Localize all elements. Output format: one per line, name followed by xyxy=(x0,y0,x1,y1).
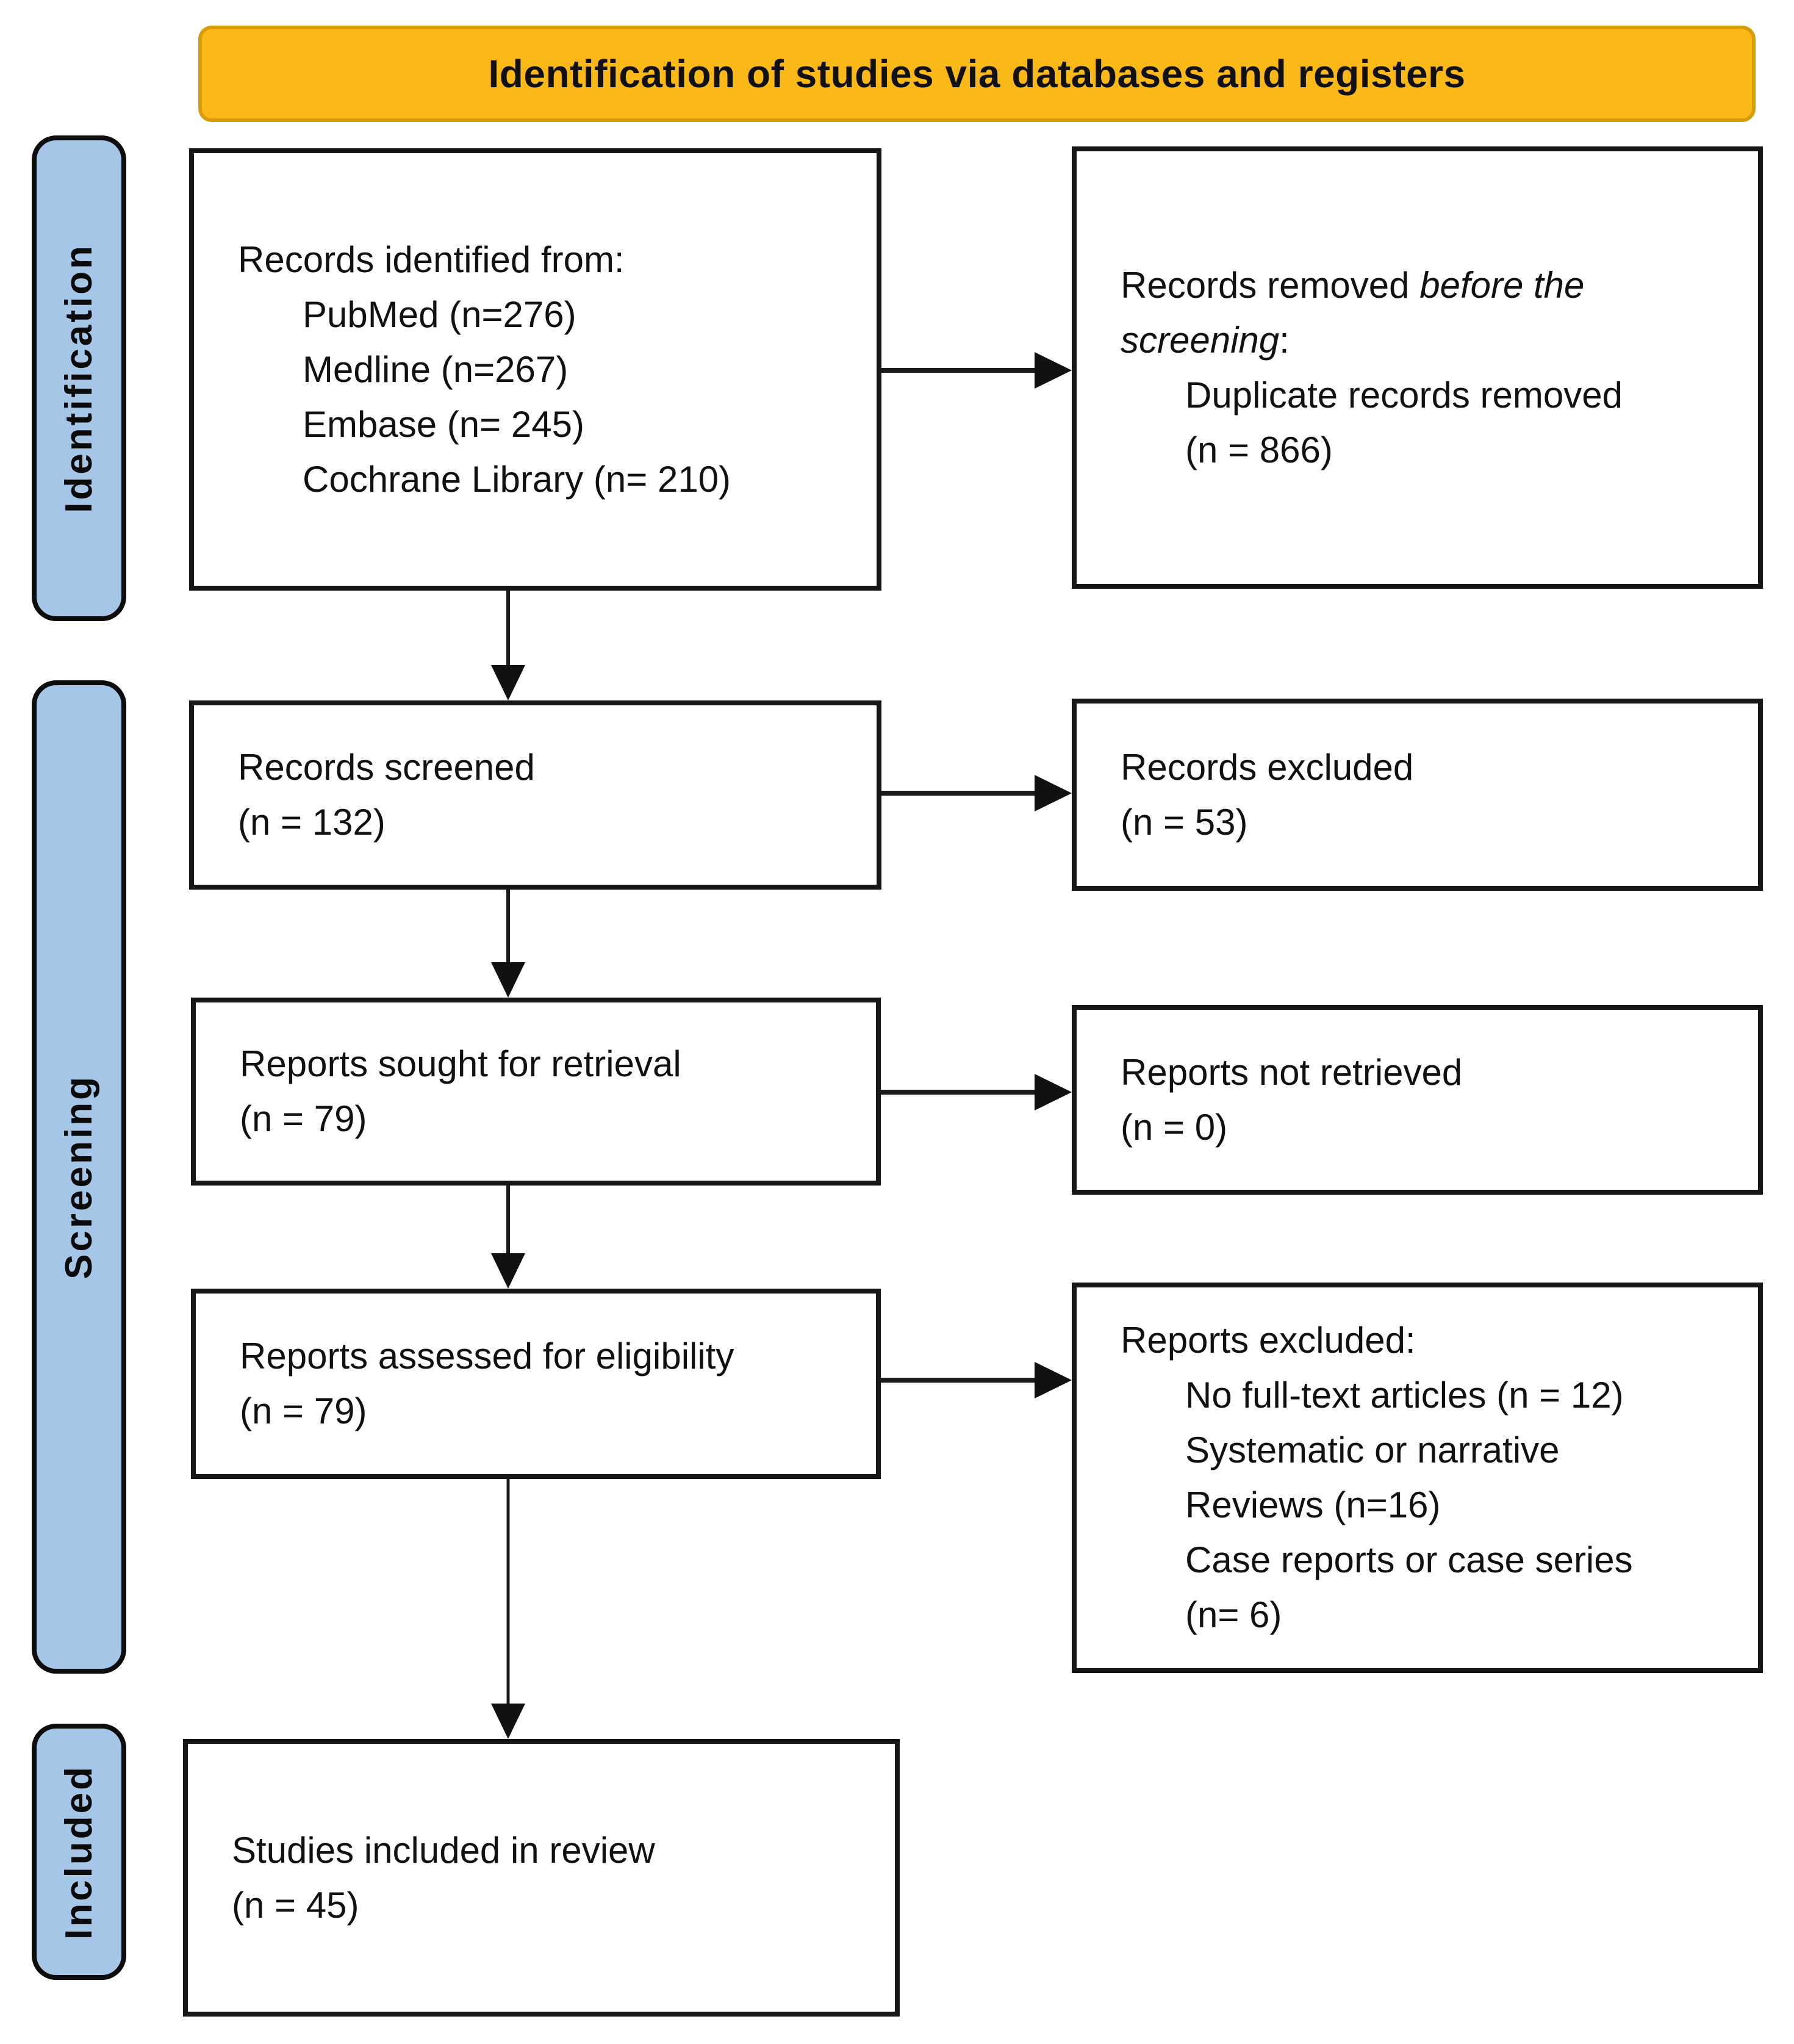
box-line: screening: xyxy=(1121,313,1734,368)
box-line: Cochrane Library (n= 210) xyxy=(238,452,852,507)
box-line-segment: (n = 53) xyxy=(1121,801,1248,843)
box-line: Case reports or case series xyxy=(1121,1533,1734,1588)
box-line-segment: Reports not retrieved xyxy=(1121,1051,1463,1093)
box-line-segment: Records identified from: xyxy=(238,239,625,280)
box-line-segment: Records screened xyxy=(238,747,535,788)
box-line-segment: Systematic or narrative xyxy=(1185,1430,1560,1470)
box-line-segment: PubMed (n=276) xyxy=(303,293,576,335)
box-line-segment: Case reports or case series xyxy=(1185,1539,1633,1580)
box-line-segment: Studies included in review xyxy=(232,1829,655,1871)
box-line-segment: Records removed xyxy=(1121,264,1420,306)
box-line: Records identified from: xyxy=(238,232,852,287)
box-records-screened: Records screened (n = 132) xyxy=(189,700,881,890)
arrow-screened-to-sought-icon xyxy=(491,890,525,998)
box-line: (n = 45) xyxy=(232,1878,870,1933)
box-line: (n = 132) xyxy=(238,795,852,850)
box-line-segment: Medline (n=267) xyxy=(303,348,569,390)
box-line-segment: Cochrane Library (n= 210) xyxy=(303,458,731,500)
box-line-segment: No full-text articles (n = 12) xyxy=(1185,1375,1624,1416)
box-line: Reports not retrieved xyxy=(1121,1045,1734,1100)
banner-title-text: Identification of studies via databases … xyxy=(488,52,1466,96)
box-line: Embase (n= 245) xyxy=(238,397,852,452)
box-line: (n = 79) xyxy=(240,1092,852,1146)
box-reports-not-retrieved: Reports not retrieved (n = 0) xyxy=(1072,1005,1763,1195)
box-line-segment: (n = 45) xyxy=(232,1884,359,1926)
banner-title: Identification of studies via databases … xyxy=(198,26,1756,122)
arrow-sought-to-not-retrieved-icon xyxy=(881,1074,1072,1110)
box-line: (n= 6) xyxy=(1121,1588,1734,1643)
box-line: Reports assessed for eligibility xyxy=(240,1329,852,1384)
box-line: (n = 79) xyxy=(240,1384,852,1439)
box-line-segment: Reports sought for retrieval xyxy=(240,1043,681,1084)
box-line-italic-segment: screening xyxy=(1121,319,1280,361)
arrow-assessed-to-included-icon xyxy=(491,1479,525,1739)
box-line: (n = 0) xyxy=(1121,1100,1734,1155)
box-line-segment: Embase (n= 245) xyxy=(303,403,584,445)
box-reports-assessed: Reports assessed for eligibility (n = 79) xyxy=(191,1289,881,1479)
box-line: Duplicate records removed xyxy=(1121,368,1734,423)
arrow-assessed-to-reports-excluded-icon xyxy=(881,1362,1072,1398)
box-line: (n = 53) xyxy=(1121,795,1734,850)
arrow-screened-to-excluded-icon xyxy=(881,775,1072,811)
box-line: No full-text articles (n = 12) xyxy=(1121,1368,1734,1423)
box-line-segment: Duplicate records removed xyxy=(1185,374,1623,416)
arrow-identified-to-removed-icon xyxy=(881,352,1072,389)
box-line: Reports excluded: xyxy=(1121,1313,1734,1368)
box-records-excluded: Records excluded (n = 53) xyxy=(1072,699,1763,891)
box-line-segment: Records excluded xyxy=(1121,746,1414,788)
box-line: Systematic or narrative xyxy=(1121,1423,1734,1478)
box-line-segment: Reports assessed for eligibility xyxy=(240,1336,734,1376)
box-line-segment: (n = 79) xyxy=(240,1391,367,1431)
box-reports-excluded: Reports excluded: No full-text articles (… xyxy=(1072,1283,1763,1673)
box-line: Records excluded xyxy=(1121,740,1734,795)
phase-label-included: Included xyxy=(32,1724,126,1980)
box-line: Records screened xyxy=(238,740,852,795)
box-line-segment: Reports excluded: xyxy=(1121,1320,1416,1361)
box-line: Studies included in review xyxy=(232,1823,870,1878)
box-line: (n = 866) xyxy=(1121,423,1734,478)
box-studies-included: Studies included in review (n = 45) xyxy=(183,1739,900,2017)
box-line: PubMed (n=276) xyxy=(238,287,852,342)
box-line: Reviews (n=16) xyxy=(1121,1478,1734,1533)
box-line-italic-segment: before the xyxy=(1419,264,1585,306)
box-line: Records removed before the xyxy=(1121,258,1734,313)
phase-label-identification: Identification xyxy=(32,135,126,621)
box-line: Medline (n=267) xyxy=(238,342,852,397)
box-line-segment: Reviews (n=16) xyxy=(1185,1484,1441,1525)
arrow-sought-to-assessed-icon xyxy=(491,1186,525,1289)
box-line: Reports sought for retrieval xyxy=(240,1037,852,1092)
box-line-segment: (n= 6) xyxy=(1185,1594,1282,1635)
box-line-segment: (n = 79) xyxy=(240,1098,367,1139)
box-records-identified: Records identified from: PubMed (n=276) Me… xyxy=(189,148,881,591)
phase-label-screening: Screening xyxy=(32,680,126,1674)
box-line-segment: (n = 0) xyxy=(1121,1106,1228,1148)
box-line-segment: : xyxy=(1279,319,1290,361)
box-reports-sought: Reports sought for retrieval (n = 79) xyxy=(191,998,881,1186)
arrow-identified-to-screened-icon xyxy=(491,591,525,700)
box-line-segment: (n = 866) xyxy=(1185,429,1333,470)
box-line-segment: (n = 132) xyxy=(238,802,386,843)
